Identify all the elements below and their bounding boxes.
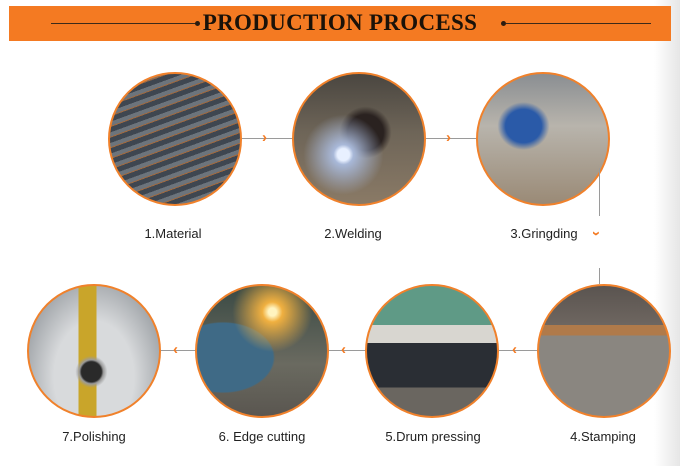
step-3-image xyxy=(476,72,610,206)
step-4-label: 4.Stamping xyxy=(570,429,636,444)
step-6-label: 6. Edge cutting xyxy=(218,429,306,444)
arrow-left-icon: ‹ xyxy=(341,341,346,358)
header-left-rule xyxy=(51,23,196,24)
connector-6-7 xyxy=(161,350,199,351)
step-2-image xyxy=(292,72,426,206)
page-title: PRODUCTION PROCESS xyxy=(202,10,478,35)
connector-5-6 xyxy=(329,350,367,351)
step-5-label: 5.Drum pressing xyxy=(385,429,481,444)
arrow-right-icon: › xyxy=(446,129,451,146)
header-right-rule xyxy=(506,23,651,24)
right-edge-shade xyxy=(654,0,680,466)
step-7-image xyxy=(27,284,161,418)
header-left-dot xyxy=(195,21,200,26)
step-3-label: 3.Gringding xyxy=(510,226,578,241)
arrow-right-icon: › xyxy=(262,129,267,146)
step-7-label: 7.Polishing xyxy=(62,429,126,444)
step-4-image xyxy=(537,284,671,418)
connector-2-3 xyxy=(426,138,476,139)
arrow-left-icon: ‹ xyxy=(173,341,178,358)
connector-down-4 xyxy=(599,268,600,284)
header-right-dot xyxy=(501,21,506,26)
connector-1-2 xyxy=(242,138,292,139)
arrow-left-icon: ‹ xyxy=(512,341,517,358)
step-1-label: 1.Material xyxy=(144,226,202,241)
step-2-label: 2.Welding xyxy=(324,226,382,241)
header-banner: PRODUCTION PROCESS xyxy=(9,6,671,41)
step-6-image xyxy=(195,284,329,418)
connector-3-down xyxy=(599,168,600,216)
step-1-image xyxy=(108,72,242,206)
connector-4-5 xyxy=(499,350,537,351)
step-5-image xyxy=(365,284,499,418)
